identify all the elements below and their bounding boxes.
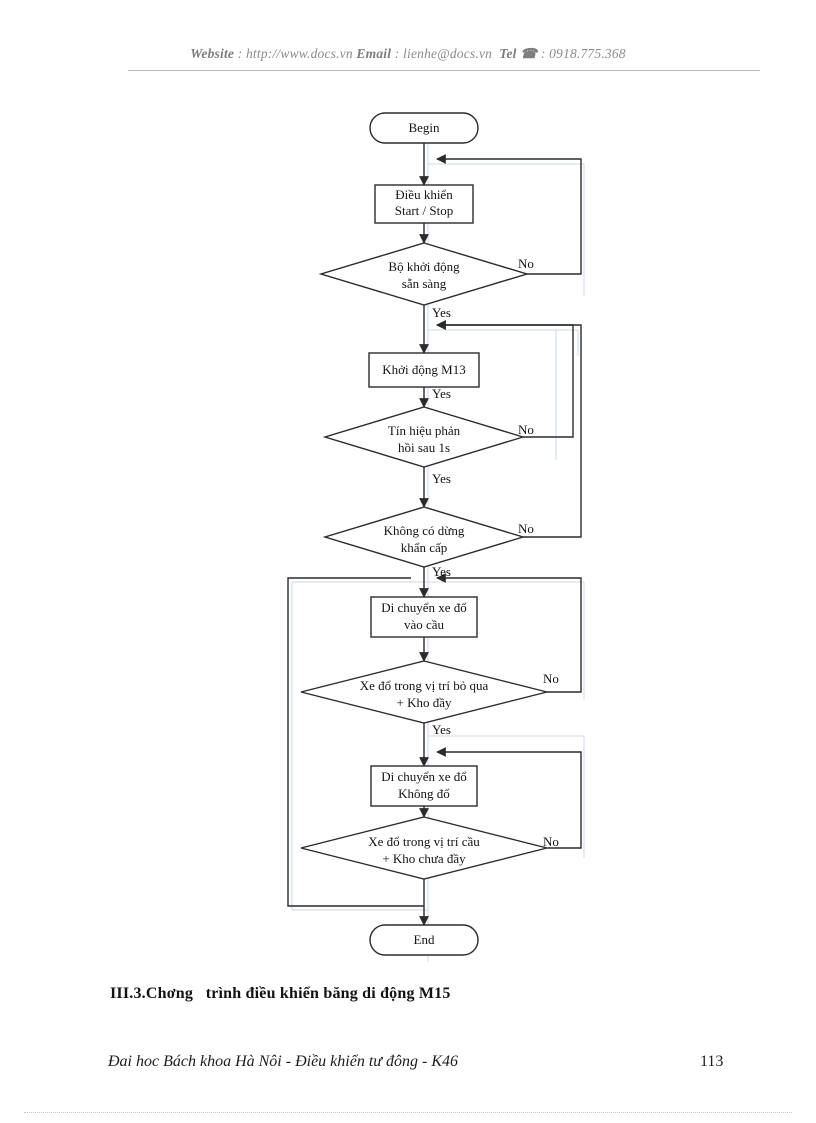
website-separator: : <box>234 46 246 61</box>
node-decision-feedback-1s: Tín hiệu phản hồi sau 1s <box>322 406 526 468</box>
footer-institution: Đai hoc Bách khoa Hà Nôi - Điều khiển tư… <box>108 1053 458 1070</box>
node-decision-no-emergency-stop: Không có dừng khẩn cấp <box>322 506 526 568</box>
node-proc3-line1: Di chuyển xe đổ <box>381 600 467 615</box>
node-decision4-line1: Xe đổ trong vị trí bỏ qua <box>360 678 489 693</box>
edge-label-no-2: No <box>518 422 534 437</box>
node-proc3-line2: vào cầu <box>404 617 445 632</box>
footer-divider <box>24 1112 792 1113</box>
website-label: Website <box>190 46 235 61</box>
node-begin-label: Begin <box>408 120 440 135</box>
node-begin: Begin <box>369 112 479 144</box>
edge-label-no-5: No <box>543 834 559 849</box>
edge-label-yes-3: Yes <box>432 471 451 486</box>
node-control-line2: Start / Stop <box>395 203 454 218</box>
telephone-icon: ☎ <box>520 46 538 61</box>
email-separator: : <box>391 46 404 61</box>
node-move-car-no-dump: Di chuyển xe đổ Không đổ <box>370 765 478 807</box>
node-decision-starter-ready: Bộ khởi động sẵn sàng <box>318 242 530 306</box>
node-decision-bridge-position-not-full: Xe đổ trong vị trí cầu + Kho chưa đầy <box>300 816 548 880</box>
tel-value: 0918.775.368 <box>549 46 626 61</box>
edge-label-no-3: No <box>518 521 534 536</box>
node-end: End <box>369 924 479 956</box>
page-header: Website : http://www.docs.vn Email : lie… <box>0 46 816 62</box>
edge-label-yes-4: Yes <box>432 564 451 579</box>
tel-label: Tel <box>499 46 517 61</box>
page-number: 113 <box>700 1053 724 1070</box>
node-decision3-line2: khẩn cấp <box>401 540 448 555</box>
node-decision1-line1: Bộ khởi động <box>388 259 460 274</box>
node-decision5-line1: Xe đổ trong vị trí cầu <box>368 834 480 849</box>
node-decision2-line2: hồi sau 1s <box>398 440 450 455</box>
section-heading: III.3.Chơng trình điều khiển băng di độn… <box>110 985 451 1002</box>
email-value: lienhe@docs.vn <box>403 46 493 61</box>
node-proc4-line2: Không đổ <box>398 786 450 801</box>
node-start-m13-label: Khởi động M13 <box>382 362 465 377</box>
website-url: http://www.docs.vn <box>245 46 353 61</box>
email-label: Email <box>356 46 392 61</box>
node-proc4-line1: Di chuyển xe đổ <box>381 769 467 784</box>
node-end-label: End <box>414 932 435 947</box>
node-decision1-line2: sẵn sàng <box>402 276 447 291</box>
edge-label-yes-1: Yes <box>432 305 451 320</box>
node-decision-skip-position-full: Xe đổ trong vị trí bỏ qua + Kho đầy <box>300 660 548 724</box>
node-decision5-line2: + Kho chưa đầy <box>382 851 466 866</box>
header-divider <box>128 70 760 71</box>
flowchart-diagram: Begin Điều khiển Start / Stop Bộ khởi độ… <box>287 112 585 962</box>
node-start-m13: Khởi động M13 <box>368 352 480 388</box>
node-control-line1: Điều khiển <box>395 187 453 202</box>
node-decision4-line2: + Kho đầy <box>397 695 452 710</box>
node-decision2-line1: Tín hiệu phản <box>388 423 461 438</box>
flow-edge-labels: No Yes Yes No Yes No Yes No Yes No <box>432 256 559 849</box>
edge-label-yes-5: Yes <box>432 722 451 737</box>
node-control-start-stop: Điều khiển Start / Stop <box>374 184 474 224</box>
edge-label-yes-2: Yes <box>432 386 451 401</box>
edge-label-no-1: No <box>518 256 534 271</box>
ghost-guides <box>291 132 585 962</box>
node-decision3-line1: Không có dừng <box>384 523 465 538</box>
node-move-car-to-bridge: Di chuyển xe đổ vào cầu <box>370 596 478 638</box>
flow-connectors <box>287 143 582 926</box>
tel-separator: : <box>537 46 550 61</box>
edge-label-no-4: No <box>543 671 559 686</box>
